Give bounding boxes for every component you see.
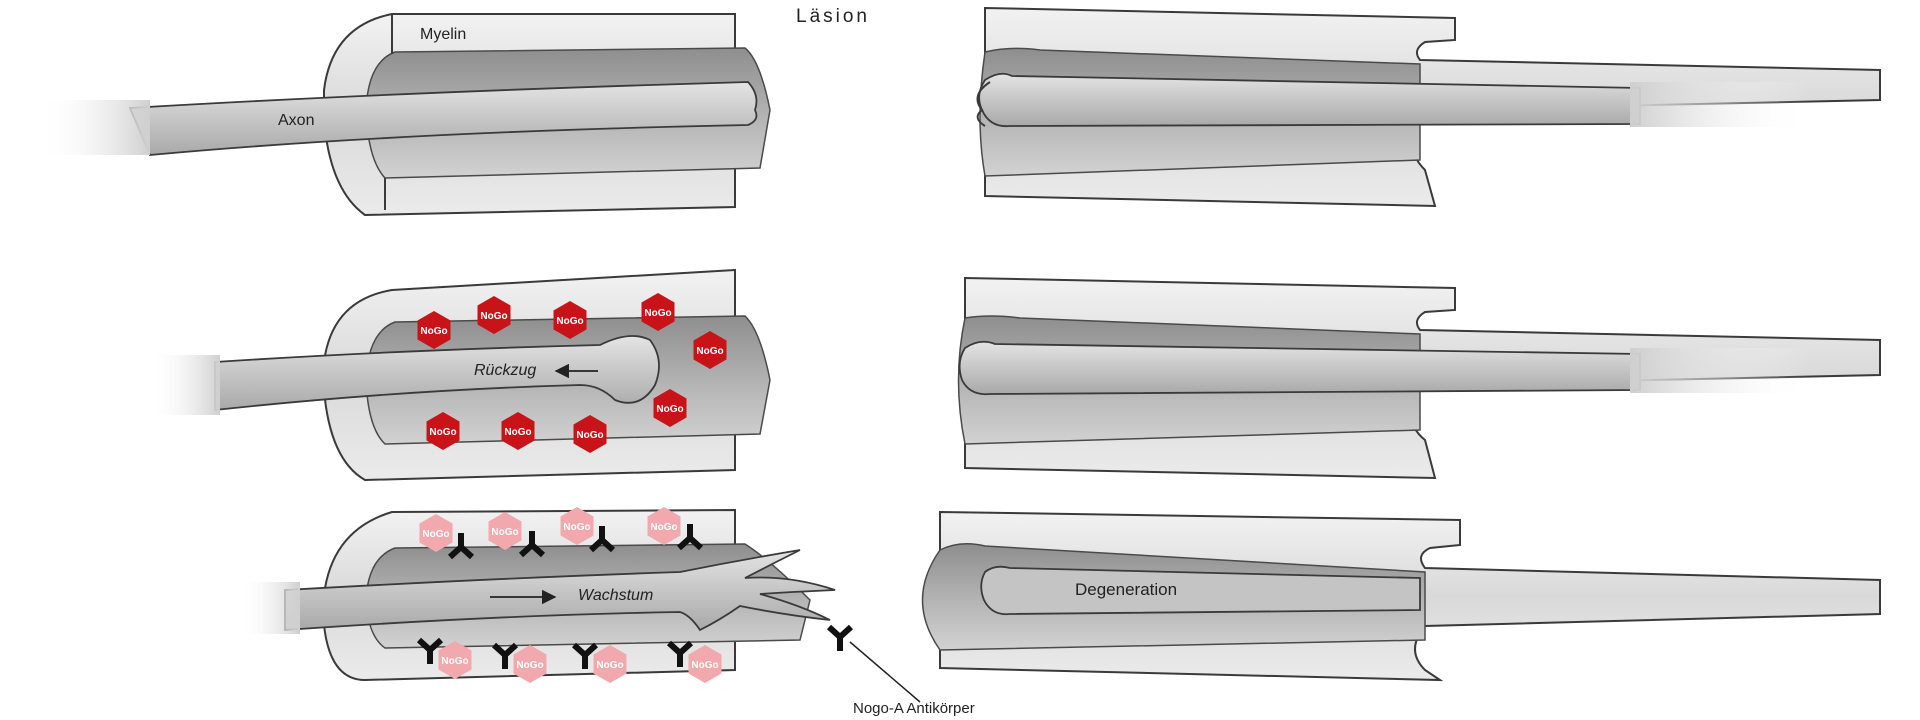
lesion-gap-1 — [745, 10, 990, 116]
nogo-molecule-neutralized: NoGo — [688, 645, 722, 683]
svg-text:NoGo: NoGo — [429, 427, 456, 438]
label-axon: Axon — [278, 112, 315, 129]
lesion-gap-2 — [745, 270, 990, 384]
nogo-antibody — [416, 637, 444, 664]
nogo-molecule: NoGo — [501, 412, 535, 450]
nogo-molecule-neutralized: NoGo — [593, 645, 627, 683]
axon-growth-cone-3 — [284, 549, 836, 632]
axon-distal-1 — [978, 72, 1641, 128]
svg-text:NoGo: NoGo — [576, 430, 603, 441]
nogo-molecule-neutralized: NoGo — [647, 507, 681, 545]
nogo-molecule: NoGo — [573, 415, 607, 453]
svg-text:NoGo: NoGo — [691, 660, 718, 671]
nogo-molecule-neutralized: NoGo — [513, 645, 547, 683]
svg-text:NoGo: NoGo — [480, 311, 507, 322]
nogo-molecule: NoGo — [693, 331, 727, 369]
label-growth: Wachstum — [578, 587, 654, 604]
axon-proximal-1 — [128, 81, 758, 156]
nogo-antibody — [676, 524, 704, 551]
svg-text:NoGo: NoGo — [422, 529, 449, 540]
svg-text:NoGo: NoGo — [491, 527, 518, 538]
svg-text:NoGo: NoGo — [656, 404, 683, 415]
panel-growth — [240, 508, 1881, 703]
panel-retraction — [150, 268, 1881, 482]
axon-retracted-2 — [214, 335, 660, 412]
nogo-antibody — [518, 531, 546, 558]
nogo-molecule: NoGo — [553, 301, 587, 339]
nogo-molecule: NoGo — [477, 296, 511, 334]
nogo-molecule: NoGo — [653, 389, 687, 427]
svg-text:NoGo: NoGo — [644, 308, 671, 319]
svg-text:NoGo: NoGo — [696, 346, 723, 357]
svg-text:NoGo: NoGo — [516, 660, 543, 671]
svg-text:NoGo: NoGo — [556, 316, 583, 327]
nogo-antibody — [588, 526, 616, 553]
nogo-molecule-neutralized: NoGo — [438, 641, 472, 679]
svg-text:NoGo: NoGo — [504, 427, 531, 438]
svg-text:NoGo: NoGo — [563, 522, 590, 533]
nogo-antibody — [666, 640, 694, 667]
nogo-molecule-neutralized: NoGo — [488, 512, 522, 550]
axon-distal-2 — [958, 340, 1641, 396]
nogo-molecule: NoGo — [426, 412, 460, 450]
nogo-antibody — [447, 533, 475, 560]
nogo-molecule-neutralized: NoGo — [560, 507, 594, 545]
label-retraction: Rückzug — [474, 362, 537, 379]
antibody-pointer-line — [849, 641, 921, 703]
label-myelin: Myelin — [420, 26, 467, 43]
svg-text:NoGo: NoGo — [420, 326, 447, 337]
svg-text:NoGo: NoGo — [441, 656, 468, 667]
panel-lesion — [40, 6, 1881, 217]
nogo-molecule: NoGo — [417, 311, 451, 349]
nogo-antibody — [491, 642, 519, 669]
svg-text:NoGo: NoGo — [596, 660, 623, 671]
nogo-antibody — [571, 642, 599, 669]
nogo-antibody — [826, 624, 854, 651]
axon-degenerated-3 — [980, 565, 1421, 616]
label-antibody: Nogo-A Antikörper — [853, 700, 975, 717]
nogo-molecule-neutralized: NoGo — [419, 514, 453, 552]
svg-text:NoGo: NoGo — [650, 522, 677, 533]
label-degeneration: Degeneration — [1075, 580, 1178, 599]
label-lesion: Läsion — [796, 6, 870, 27]
nogo-molecule: NoGo — [641, 293, 675, 331]
nogo-a-antibodies — [416, 524, 854, 669]
